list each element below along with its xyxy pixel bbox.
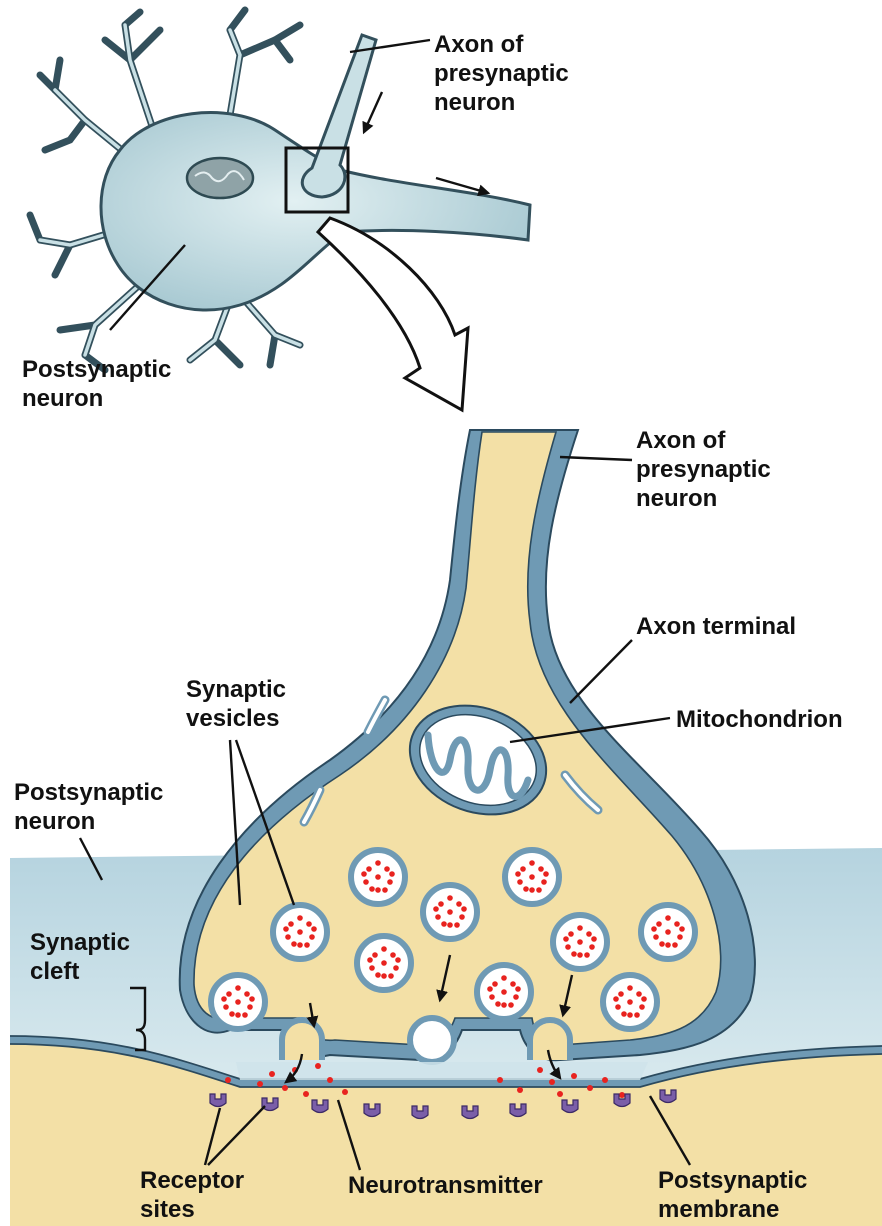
label-axon-terminal: Axon terminal <box>636 612 796 641</box>
synaptic-vesicle <box>603 975 657 1029</box>
zoom-arrow <box>318 218 468 410</box>
synaptic-vesicle <box>641 905 695 959</box>
neurotransmitter-dot <box>282 1085 288 1091</box>
synaptic-vesicle <box>477 965 531 1019</box>
synaptic-vesicle <box>423 885 477 939</box>
neurotransmitter-dot <box>517 1087 523 1093</box>
neurotransmitter-dot <box>587 1085 593 1091</box>
synaptic-vesicle <box>273 905 327 959</box>
synaptic-vesicle <box>553 915 607 969</box>
neurotransmitter-dot <box>257 1081 263 1087</box>
neurotransmitter-dot <box>602 1077 608 1083</box>
neurotransmitter-dot <box>342 1089 348 1095</box>
presynaptic-axon-small <box>302 35 376 197</box>
neurotransmitter-dot <box>303 1091 309 1097</box>
synaptic-vesicle <box>505 850 559 904</box>
neurotransmitter-dot <box>315 1063 321 1069</box>
leader-mid-axon <box>560 457 632 460</box>
synaptic-vesicle <box>351 850 405 904</box>
label-neurotransmitter: Neurotransmitter <box>348 1171 543 1200</box>
neurotransmitter-dot <box>619 1092 625 1098</box>
leader-axon-terminal <box>570 640 632 703</box>
neurotransmitter-dot <box>571 1073 577 1079</box>
neurotransmitter-dot <box>557 1091 563 1097</box>
neurotransmitter-dot <box>537 1067 543 1073</box>
neurotransmitter-dot <box>269 1071 275 1077</box>
neurotransmitter-dot <box>549 1079 555 1085</box>
neurotransmitter-dot <box>327 1077 333 1083</box>
label-mitochondrion: Mitochondrion <box>676 705 843 734</box>
synaptic-vesicle <box>211 975 265 1029</box>
synaptic-vesicle <box>357 936 411 990</box>
neurotransmitter-dot <box>497 1077 503 1083</box>
neurotransmitter-dot <box>225 1077 231 1083</box>
